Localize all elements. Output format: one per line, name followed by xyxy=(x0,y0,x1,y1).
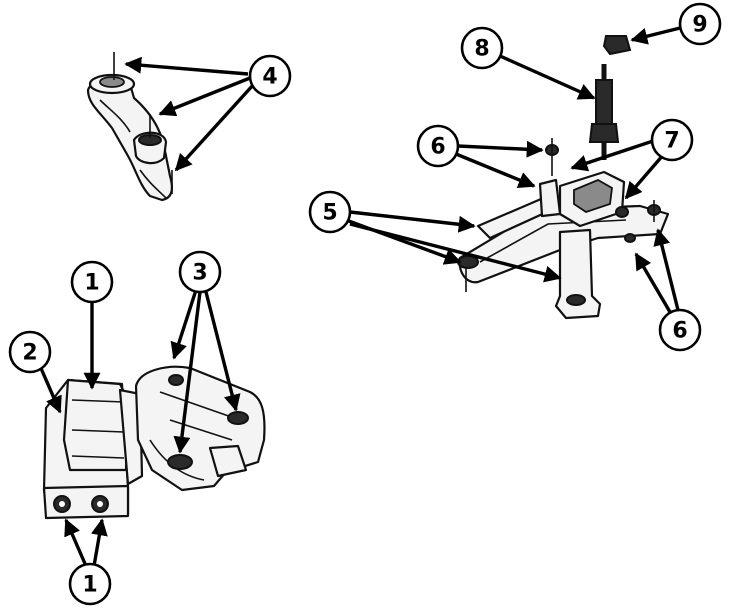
callout-6-left-label: 6 xyxy=(430,135,445,160)
leader-lines xyxy=(38,26,681,567)
callout-8: 8 xyxy=(460,26,504,70)
rear-mount-bracket xyxy=(134,365,266,492)
callout-2: 2 xyxy=(8,330,52,374)
callout-6-left: 6 xyxy=(416,124,460,168)
callout-9: 9 xyxy=(678,2,722,46)
callout-5-label: 5 xyxy=(322,201,337,226)
callout-4: 4 xyxy=(248,54,292,98)
callout-5: 5 xyxy=(308,190,352,234)
callout-1-bottom: 1 xyxy=(68,562,112,606)
transmission-mount-assembly xyxy=(457,35,670,320)
callout-6-right: 6 xyxy=(658,308,702,352)
callout-6-right-label: 6 xyxy=(672,319,687,344)
callout-3: 3 xyxy=(178,250,222,294)
callout-4-label: 4 xyxy=(262,65,277,90)
callout-7: 7 xyxy=(650,118,694,162)
front-mount-bracket xyxy=(42,378,144,520)
callout-1-top: 1 xyxy=(70,260,114,304)
callout-8-label: 8 xyxy=(474,37,489,62)
callout-1-bottom-label: 1 xyxy=(82,573,97,598)
callout-3-label: 3 xyxy=(192,261,207,286)
callout-9-label: 9 xyxy=(692,13,707,38)
callout-7-label: 7 xyxy=(664,129,679,154)
upper-mount-bracket xyxy=(86,52,173,202)
callout-2-label: 2 xyxy=(22,341,37,366)
callout-1-top-label: 1 xyxy=(84,271,99,296)
